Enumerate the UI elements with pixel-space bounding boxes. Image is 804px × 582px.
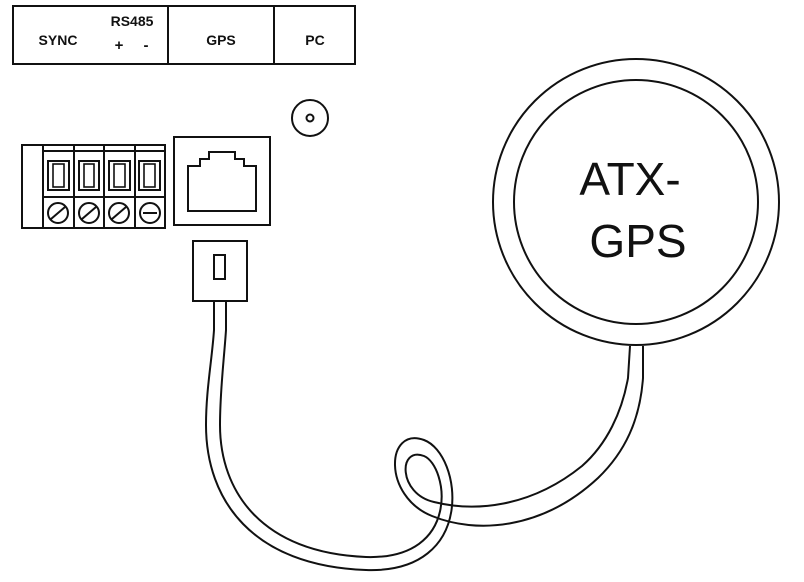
terminal-housing <box>21 144 166 229</box>
antenna-label-line2: GPS <box>589 215 686 267</box>
atx-gps-antenna: ATX- GPS <box>492 58 780 346</box>
antenna-label-line1: ATX- <box>579 153 680 205</box>
terminal-screw-icon <box>108 202 130 224</box>
pc-round-jack <box>291 99 329 137</box>
screw-terminal-block <box>21 144 166 229</box>
terminal-screw-icon <box>139 202 161 224</box>
port-label-bar: SYNC RS485 + - GPS PC <box>12 5 356 65</box>
gps-rj-socket <box>173 136 271 226</box>
terminal-slot <box>108 160 131 191</box>
gps-port-label: GPS <box>206 32 236 48</box>
sync-label: SYNC <box>39 32 78 48</box>
rs485-minus-label: - <box>144 37 149 54</box>
terminal-slot <box>78 160 100 191</box>
rs485-label: RS485 <box>111 13 154 29</box>
pc-port-label: PC <box>305 32 324 48</box>
terminal-slot <box>138 160 161 191</box>
terminal-slot <box>47 160 70 191</box>
terminal-screw-icon <box>47 202 69 224</box>
gps-rj-plug <box>192 240 248 308</box>
gps-antenna-cable <box>204 308 644 572</box>
terminal-screw-icon <box>78 202 100 224</box>
label-bar-frame <box>12 5 356 65</box>
rs485-plus-label: + <box>115 37 124 54</box>
